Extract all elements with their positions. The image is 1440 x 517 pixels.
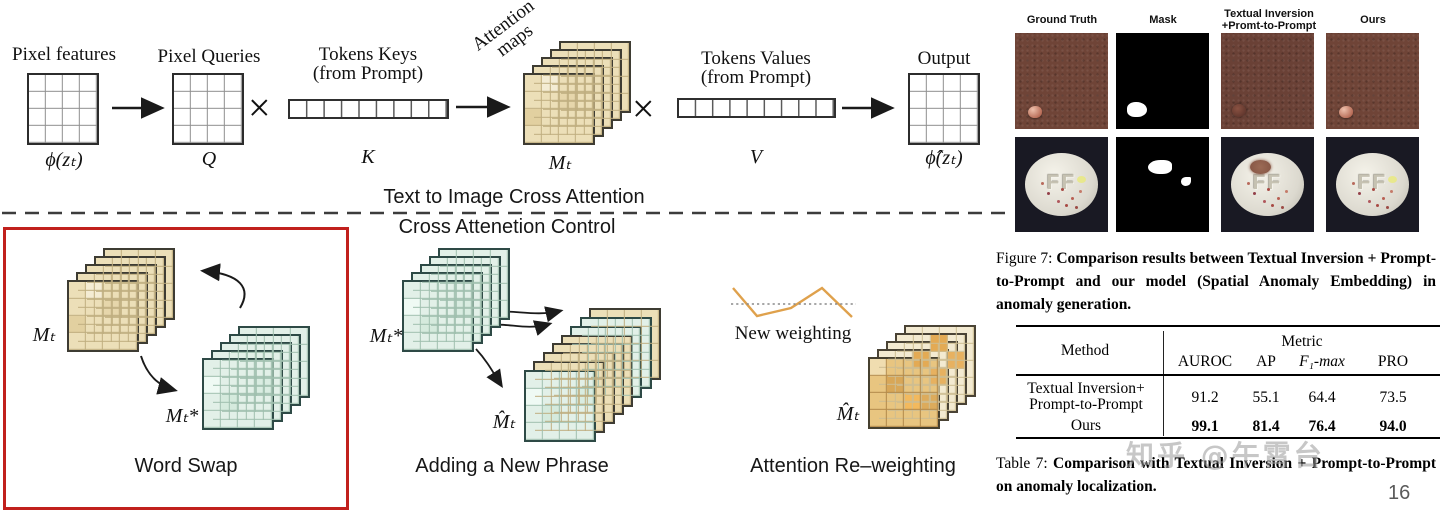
bottom-caption: Cross Attenetion Control <box>398 216 616 238</box>
table-row2-method: Ours <box>1070 417 1102 434</box>
ground-truth-pill-image: FF <box>1015 137 1108 232</box>
anomaly-blob <box>1028 105 1043 118</box>
table-row1-auroc: 91.2 <box>1191 389 1219 406</box>
table-col-ap: AP <box>1256 353 1276 370</box>
pill-ff-marking: FF <box>1357 170 1388 194</box>
pixel-features-label: Pixel features <box>12 44 116 65</box>
anomaly-blob <box>1339 105 1354 118</box>
tokens-keys-math: K <box>361 146 375 168</box>
anomaly-patch <box>1250 160 1272 175</box>
figure-caption-text: Comparison results between Textual Inver… <box>996 250 1436 313</box>
table-caption-prefix: Table 7: <box>996 455 1053 472</box>
column-header-ground-truth: Ground Truth <box>1026 14 1098 26</box>
tokens-keys-label: Tokens Keys (from Prompt) <box>312 44 424 84</box>
word-swap-target-math: Mₜ* <box>165 405 199 427</box>
table-method-header: Method <box>1060 342 1110 359</box>
pill-speckles <box>1267 187 1271 191</box>
ours-pill-image: FF <box>1326 137 1419 232</box>
pixel-queries-label: Pixel Queries <box>157 46 261 67</box>
column-header-ours: Ours <box>1360 14 1386 26</box>
column-header-textual-inversion: Textual Inversion +Promt-to-Prompt <box>1221 8 1317 32</box>
ground-truth-leather-image <box>1015 33 1108 129</box>
pill: FF <box>1231 153 1304 216</box>
output-math: ϕ̂(zₜ) <box>925 147 963 169</box>
table-row2-pro: 94.0 <box>1379 418 1407 435</box>
anomaly-blob <box>1232 104 1247 118</box>
mask-blob <box>1127 102 1148 118</box>
weighting-curve <box>732 286 853 318</box>
pill-ff-marking: FF <box>1046 170 1077 194</box>
output-grid <box>908 73 980 145</box>
arrow-phrase-3 <box>475 348 503 389</box>
reweighting-math: M̂ₜ <box>836 403 860 425</box>
times-symbol-1: × <box>248 85 271 130</box>
word-swap-highlight-box <box>3 227 349 510</box>
ours-leather-image <box>1326 33 1419 129</box>
textual-inversion-leather-image <box>1221 33 1314 129</box>
table-row2-auroc: 99.1 <box>1191 418 1219 435</box>
table-row1-ap: 55.1 <box>1252 389 1280 406</box>
times-symbol-2: × <box>632 86 655 131</box>
output-label: Output <box>917 48 971 69</box>
tokens-values-vector <box>677 98 836 118</box>
table-col-auroc: AUROC <box>1177 353 1233 370</box>
reweighting-title: Attention Re–weighting <box>750 455 956 477</box>
zhihu-watermark: 知乎 @午霄台 <box>1126 439 1325 472</box>
table-row1-method: Textual Inversion+ Prompt-to-Prompt <box>1027 380 1145 413</box>
textual-inversion-pill-image: FF <box>1221 137 1314 232</box>
table-bottom-rule <box>1016 437 1440 439</box>
pill-speckles <box>1061 187 1065 191</box>
figure-caption-prefix: Figure 7: <box>996 250 1057 267</box>
new-weighting-label: New weighting <box>734 323 852 344</box>
table-row2-f1max: 76.4 <box>1308 418 1336 435</box>
pill-ff-marking: FF <box>1252 170 1283 194</box>
column-header-mask: Mask <box>1149 14 1177 26</box>
mask-blob <box>1147 159 1172 174</box>
table-caption-text: Comparison with Textual Inversion + Prom… <box>996 455 1436 495</box>
pixel-queries-math: Q <box>201 148 217 170</box>
figure-caption: Figure 7: Comparison results between Tex… <box>996 247 1436 316</box>
pill-yellow-spot <box>1077 175 1087 183</box>
table-caption: Table 7: Comparison with Textual Inversi… <box>996 452 1436 498</box>
tokens-values-label: Tokens Values (from Prompt) <box>700 48 812 88</box>
table-col-pro: PRO <box>1377 353 1409 370</box>
pill-yellow-spot <box>1388 175 1398 183</box>
pixel-features-math: ϕ(zₜ) <box>45 149 83 171</box>
tokens-keys-vector <box>288 99 449 119</box>
table-row1-pro: 73.5 <box>1379 389 1407 406</box>
adding-phrase-source-math: Mₜ* <box>369 325 403 347</box>
word-swap-title: Word Swap <box>134 455 238 477</box>
mask-leather-image <box>1116 33 1209 129</box>
pill: FF <box>1025 153 1098 216</box>
table-column-separator <box>1163 331 1165 436</box>
table-col-f1max: F₁-max <box>1299 353 1345 370</box>
pill-speckles <box>1372 187 1376 191</box>
table-top-rule <box>1016 325 1440 327</box>
pixel-queries-grid <box>172 73 244 145</box>
word-swap-source-math: Mₜ <box>32 324 56 346</box>
table-row1-f1max: 64.4 <box>1308 389 1336 406</box>
attention-maps-math: Mₜ <box>548 152 572 174</box>
table-row2-ap: 81.4 <box>1252 418 1280 435</box>
adding-phrase-title: Adding a New Phrase <box>415 455 609 477</box>
table-metric-header: Metric <box>1281 333 1323 350</box>
mask-blob <box>1181 176 1192 186</box>
page-number: 16 <box>1388 482 1411 504</box>
adding-phrase-target-math: M̂ₜ <box>492 411 516 433</box>
table-mid-rule <box>1016 374 1440 376</box>
tokens-values-math: V <box>749 146 763 168</box>
pixel-features-grid <box>27 73 99 145</box>
pill: FF <box>1336 153 1409 216</box>
mask-pill-image <box>1116 137 1209 232</box>
top-caption: Text to Image Cross Attention <box>383 186 645 208</box>
